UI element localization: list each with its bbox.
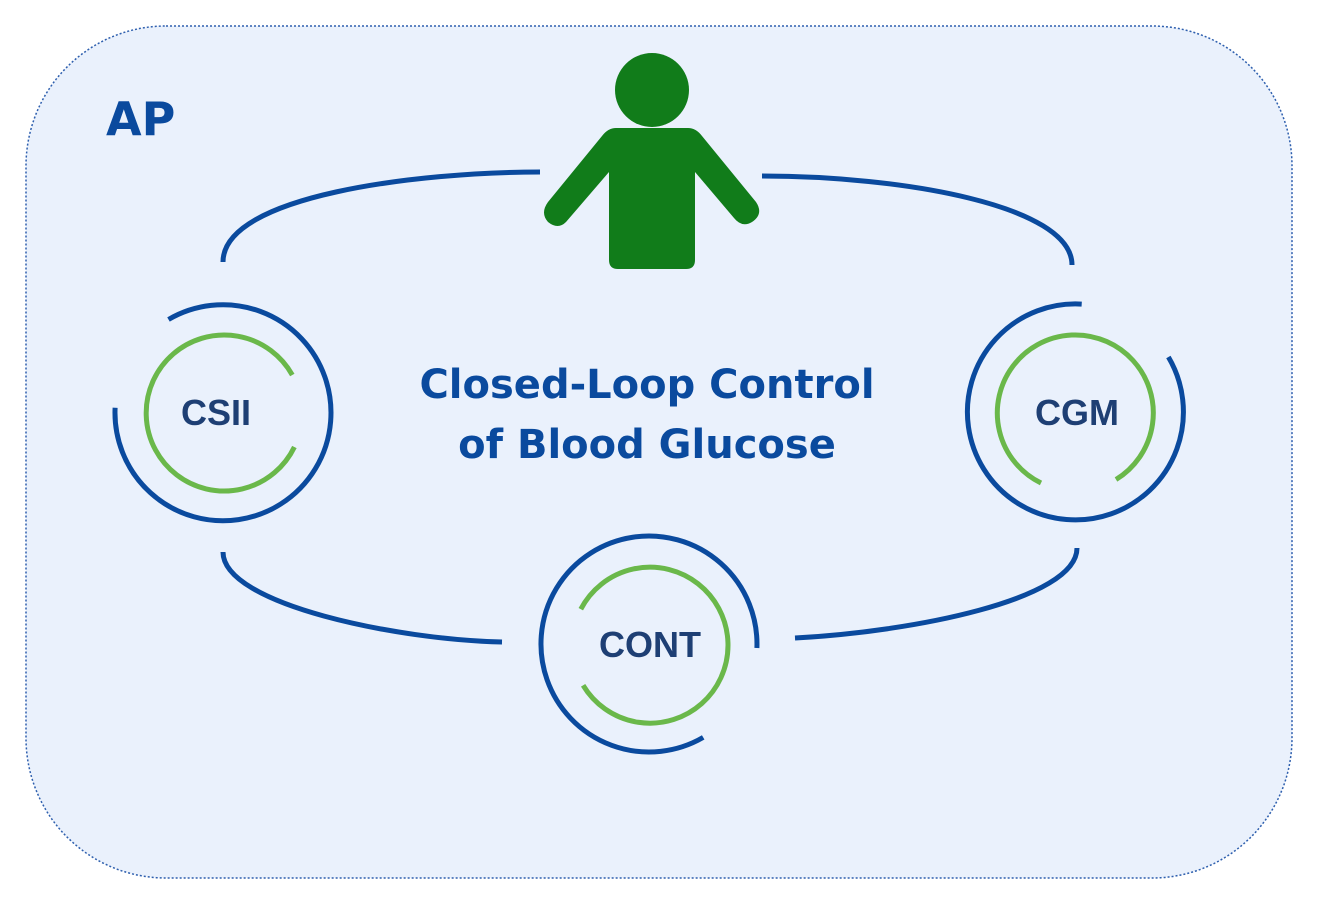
cont-outer-ring <box>538 533 760 755</box>
ap-label: AP <box>106 92 175 146</box>
cgm-label: CGM <box>1035 392 1119 433</box>
cgm-inner-ring <box>994 332 1156 486</box>
csii-outer-ring <box>112 302 334 524</box>
diagram-title-line-1: Closed-Loop Control <box>419 362 874 408</box>
diagram-title-line-2: of Blood Glucose <box>458 422 836 468</box>
loop-arc-bottom-left <box>220 551 503 645</box>
cont-inner-ring <box>578 564 731 726</box>
cgm-node: CGM <box>964 301 1186 523</box>
loop-arc-bottom-right <box>794 547 1080 641</box>
csii-label: CSII <box>181 392 251 433</box>
loop-connectors <box>220 169 1080 645</box>
person-body <box>544 128 760 269</box>
cont-node: CONT <box>538 533 760 755</box>
ap-container <box>25 25 1293 879</box>
cont-label: CONT <box>599 624 701 665</box>
person-icon <box>544 53 760 269</box>
cgm-outer-ring <box>964 301 1186 523</box>
loop-arc-top-left <box>220 169 541 263</box>
person-head <box>615 53 689 127</box>
csii-node: CSII <box>112 302 334 524</box>
csii-inner-ring <box>143 332 297 494</box>
loop-arc-top-right <box>761 173 1075 266</box>
